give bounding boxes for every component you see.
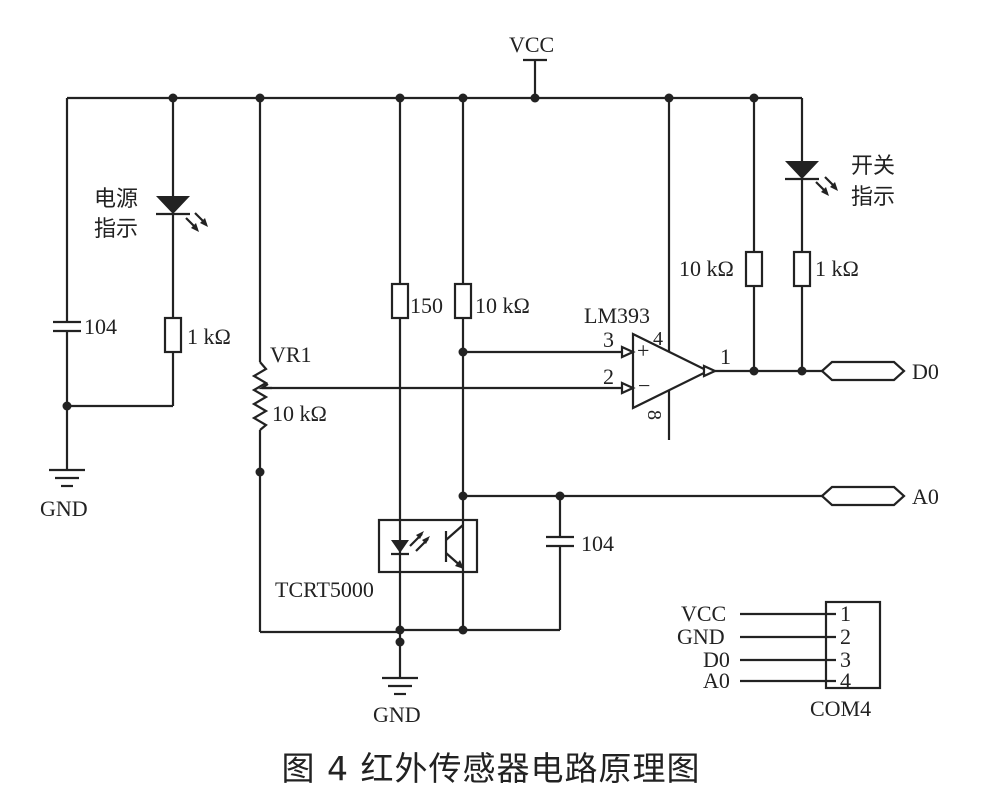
ir-led-icon [391,531,430,556]
connector-com4: VCC GND D0 A0 1 2 3 4 COM4 [677,600,882,721]
capacitor-c1: 104 [53,98,117,470]
power-indicator-label-line2: 指示 [94,217,138,242]
switch-indicator-label-line2: 指示 [851,185,895,210]
a0-branch: A0 [463,484,939,509]
connector-pin-label-3: D0 [703,647,730,672]
r-150-label: 150 [410,293,443,318]
gnd-rail: GND [260,628,560,727]
capacitor-c2: 104 [546,496,614,630]
ground-left: GND [40,468,88,521]
pin4-label: 4 [653,328,663,350]
connector-name-label: COM4 [810,696,871,721]
pin2-label: 2 [603,364,614,389]
pin1-label: 1 [720,344,731,369]
d0-port: D0 [820,359,939,384]
figure-caption: 图 4 红外传感器电路原理图 [281,749,701,788]
sensor-label: TCRT5000 [275,577,374,602]
resistor-150-branch: 150 [390,98,443,632]
potentiometer-vr1: VR1 10 kΩ [251,98,327,632]
comparator-lm393: LM393 4 8 + − [584,98,711,440]
connector-pin-number-1: 1 [840,601,851,626]
junction-dots [62,93,807,647]
connector-pin-number-3: 3 [840,647,851,672]
connector-pin-number-2: 2 [840,624,851,649]
vcc-supply: VCC [509,32,554,98]
vcc-label: VCC [509,32,554,57]
switch-led-light-icon [815,176,838,196]
pin8-label: 8 [643,410,665,420]
switch-led-branch: 开关 指示 1 kΩ [785,98,895,371]
power-led-light-icon [185,212,208,232]
d0-label: D0 [912,359,939,384]
vr1-label: VR1 [270,342,312,367]
r-10k-right-label: 10 kΩ [679,256,734,281]
r-10k-mid-label: 10 kΩ [475,293,530,318]
c2-label: 104 [581,531,614,556]
vr1-value-label: 10 kΩ [272,401,327,426]
connector-pin-number-4: 4 [840,668,851,693]
a0-label: A0 [912,484,939,509]
power-led-branch: 电源 指示 1 kΩ [67,98,231,408]
resistor-10k-right: 10 kΩ [679,98,764,371]
input-pin3: 3 [463,327,636,359]
connector-pin-label-4: A0 [703,668,730,693]
power-indicator-label-line1: 电源 [94,187,138,212]
minus-sign: − [638,373,650,398]
input-pin2: 2 [262,364,636,395]
resistor-10k-mid-branch: 10 kΩ [453,98,530,632]
c1-label: 104 [84,314,117,339]
chip-label: LM393 [584,303,650,328]
gnd-bottom-label: GND [373,702,421,727]
switch-indicator-label-line1: 开关 [851,154,895,179]
plus-sign: + [637,338,649,363]
connector-pin-label-1: VCC [681,601,726,626]
phototransistor-icon [444,524,464,569]
connector-pin-label-2: GND [677,624,725,649]
r-led1-label: 1 kΩ [187,324,231,349]
gnd-left-label: GND [40,496,88,521]
sensor-tcrt5000: TCRT5000 [275,518,479,602]
pin3-label: 3 [603,327,614,352]
r-led2-label: 1 kΩ [815,256,859,281]
